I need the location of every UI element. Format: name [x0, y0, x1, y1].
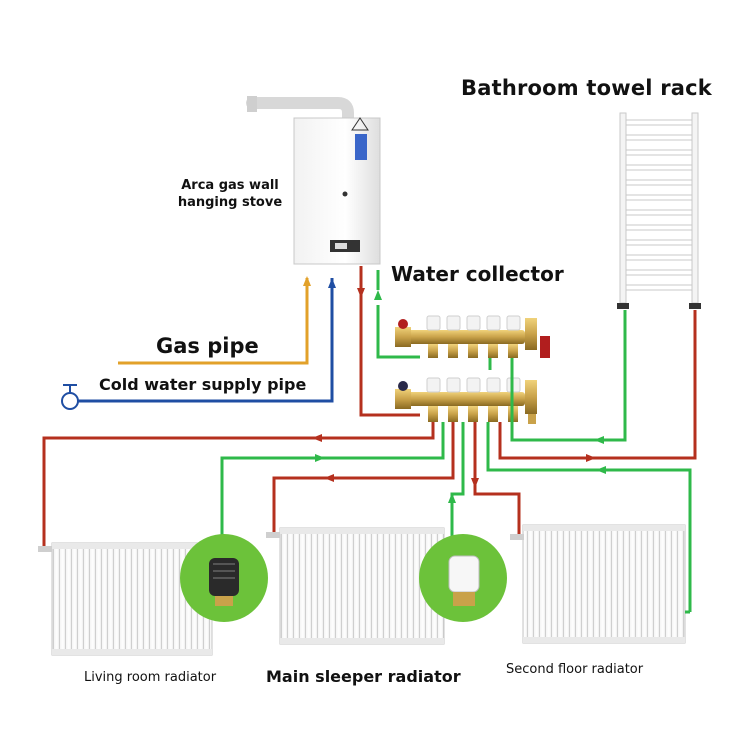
thermostatic-valve-white-icon: [419, 534, 507, 622]
label-main-sleeper-radiator: Main sleeper radiator: [266, 667, 461, 686]
label-gas-pipe: Gas pipe: [156, 334, 259, 358]
label-cold-water-supply-pipe: Cold water supply pipe: [99, 375, 307, 394]
label-bathroom-towel-rack: Bathroom towel rack: [461, 76, 712, 100]
main-sleeper-radiator: [266, 527, 445, 645]
label-second-floor-radiator: Second floor radiator: [506, 662, 644, 677]
label-stove: Arca gas wall hanging stove: [177, 178, 283, 210]
cold-water-valve-icon: [61, 384, 79, 410]
label-water-collector: Water collector: [391, 262, 564, 286]
gas-wall-stove: [246, 96, 381, 265]
water-collector: [395, 315, 550, 424]
thermostatic-valve-black-icon: [180, 534, 268, 622]
towel-rack: [617, 112, 701, 309]
living-room-radiator: [38, 542, 213, 656]
label-living-room-radiator: Living room radiator: [84, 670, 217, 685]
second-floor-radiator: [510, 524, 690, 644]
